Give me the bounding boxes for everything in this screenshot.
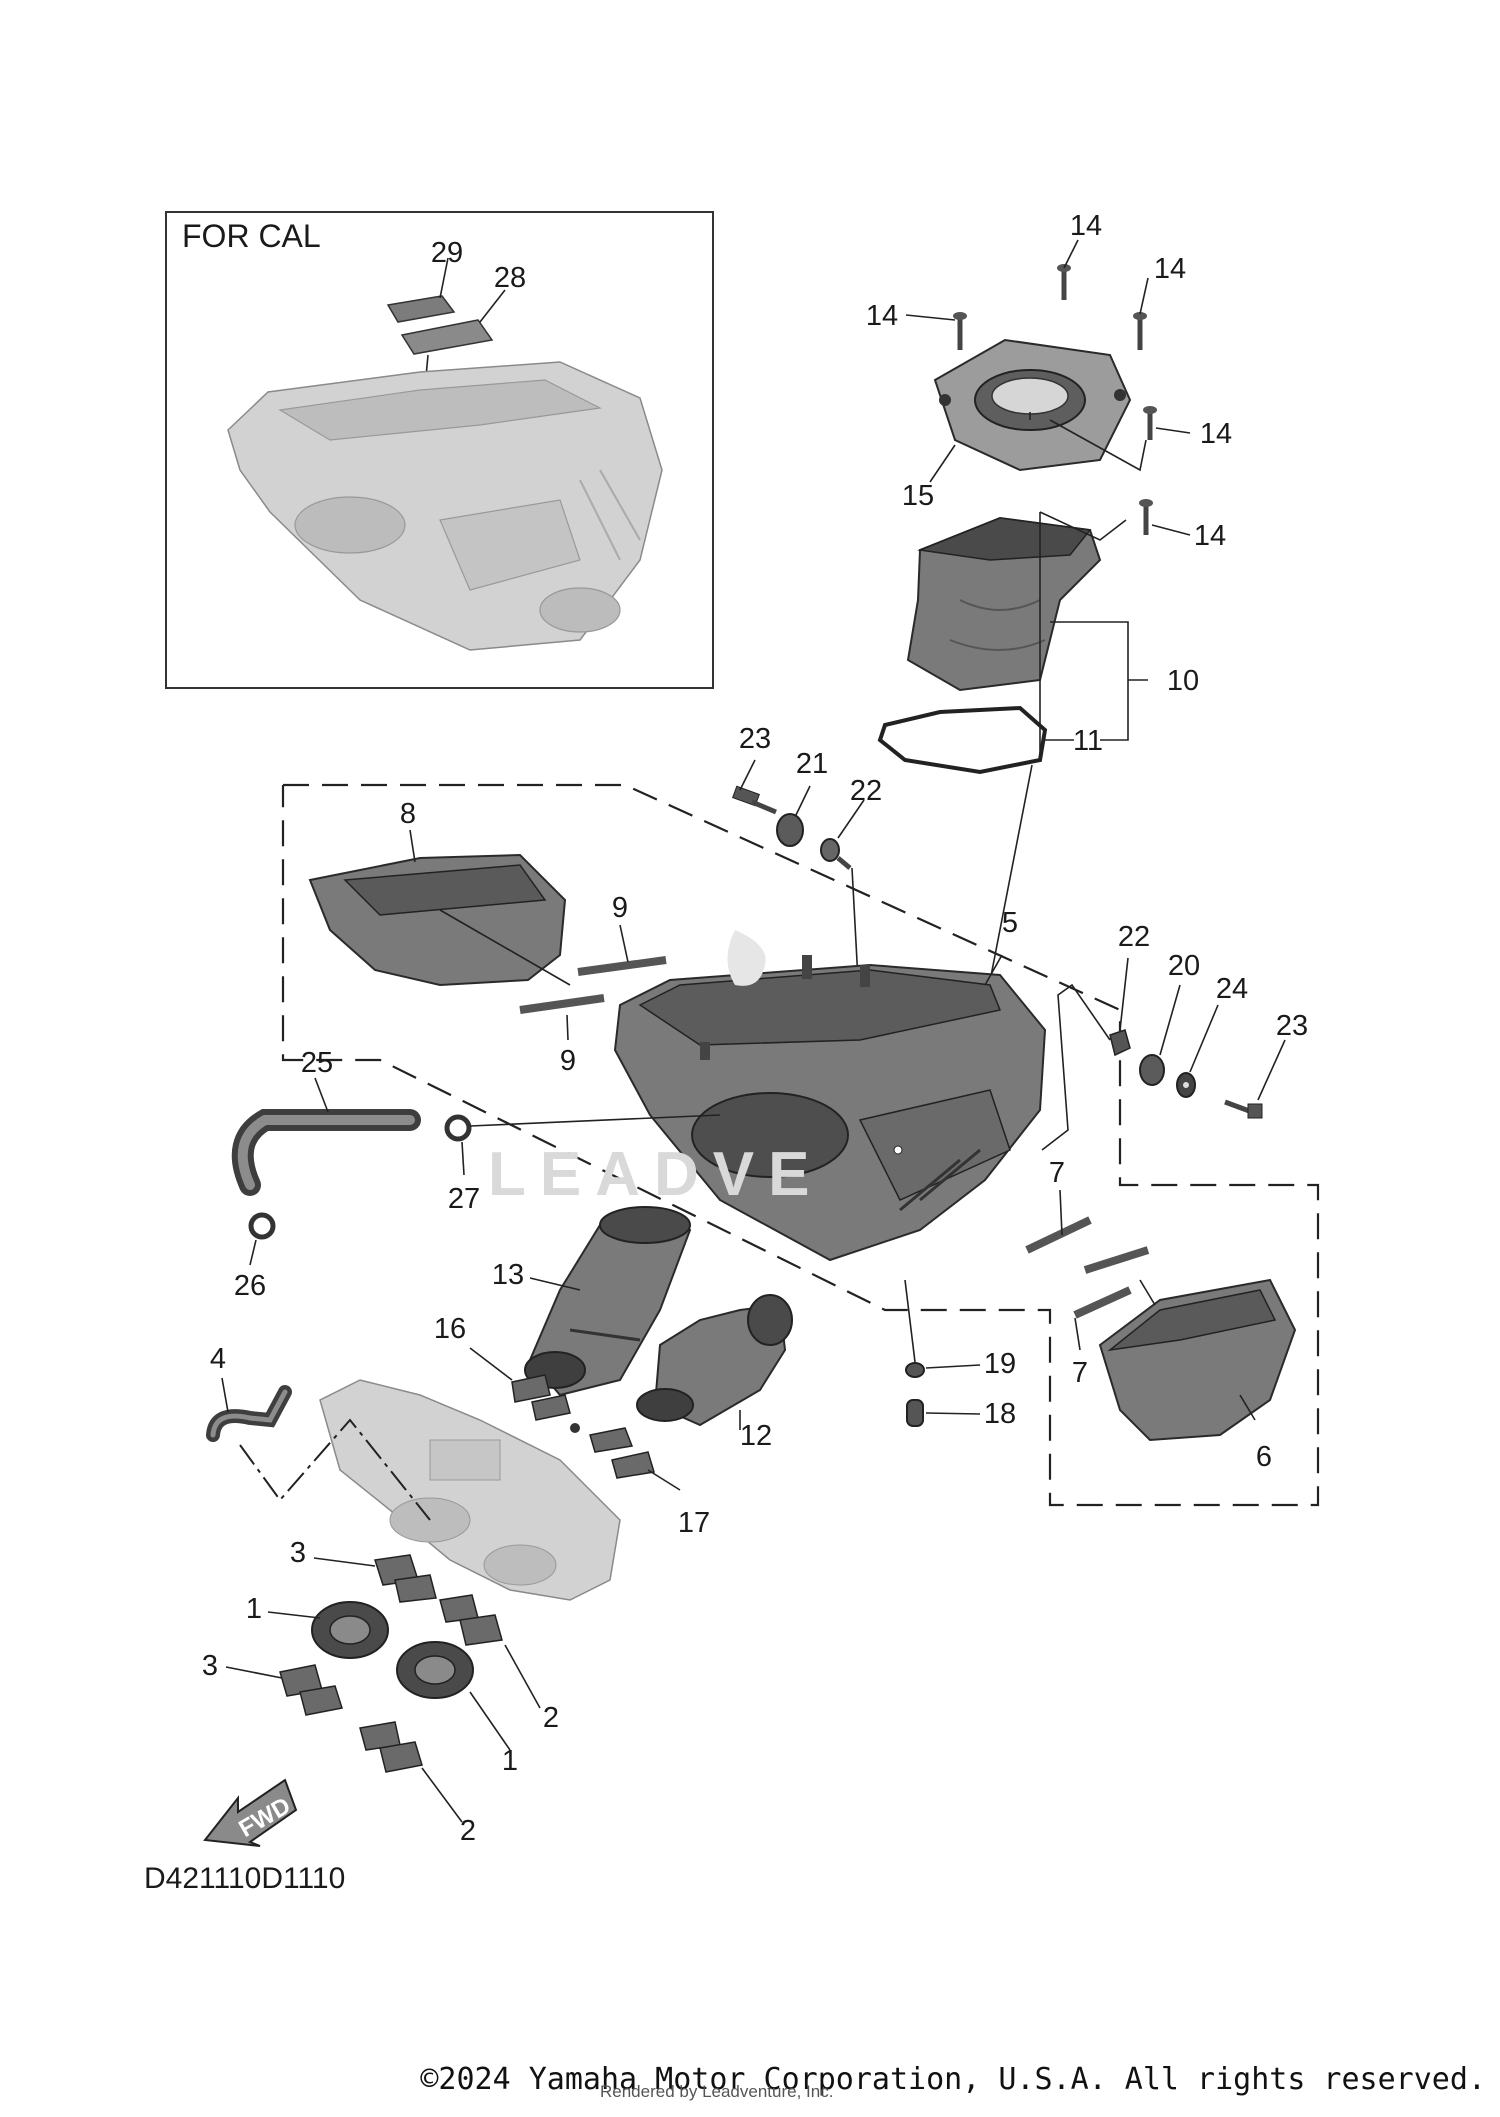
boots-1-2-3-icons	[279, 1554, 503, 1773]
callout-27: 27	[448, 1183, 480, 1215]
callout-16: 16	[434, 1313, 466, 1345]
bolt-14-icons	[953, 264, 1157, 535]
fasteners-right-icons	[1109, 1029, 1263, 1119]
air-filter-element-6-icon	[1098, 1278, 1297, 1442]
callout-15: 15	[902, 480, 934, 512]
intake-joint-13-icon	[524, 1206, 692, 1397]
fitting-19-18-icons	[905, 1362, 925, 1427]
callout-14-mid: 14	[1200, 418, 1232, 450]
watermark-text: LEADVE	[488, 1140, 823, 1209]
callout-5: 5	[1002, 907, 1018, 939]
intake-duct-10-icon	[906, 516, 1102, 692]
seal-strip-9-icons	[519, 956, 667, 1014]
filter-region-outline	[281, 783, 1320, 1507]
diagram-code: D421110D1110	[144, 1862, 345, 1895]
clamp-16-17-icons	[511, 1374, 655, 1479]
callout-21: 21	[796, 748, 828, 780]
callout-8: 8	[400, 798, 416, 830]
seal-strip-7-icons	[1025, 1216, 1150, 1319]
callout-1-bottom: 1	[502, 1745, 518, 1777]
air-filter-element-8-icon	[308, 853, 567, 987]
callout-6: 6	[1256, 1441, 1272, 1473]
callout-25: 25	[301, 1047, 333, 1079]
callout-labels: 29 28 14 14 14 14 14 15 10 11 23 21 22 8…	[202, 210, 1308, 1847]
callout-7-top: 7	[1049, 1157, 1065, 1189]
callout-4: 4	[210, 1343, 226, 1375]
watermark: LEADVE	[488, 930, 823, 1209]
callout-3-bottom: 3	[202, 1650, 218, 1682]
callout-12: 12	[740, 1420, 772, 1452]
callout-22-right: 22	[1118, 921, 1150, 953]
fasteners-upper-icons	[732, 785, 852, 870]
inset-for-cal: FOR CAL	[165, 211, 714, 689]
callout-23-top: 23	[739, 723, 771, 755]
air-filter-case-5-icon	[613, 955, 1047, 1262]
callout-19: 19	[984, 1348, 1016, 1380]
throttle-body-icon	[319, 1379, 621, 1601]
callout-22-top: 22	[850, 775, 882, 807]
callout-14-low: 14	[1194, 520, 1226, 552]
callout-20: 20	[1168, 950, 1200, 982]
copyright-notice: ©2024 Yamaha Motor Corporation, U.S.A. A…	[420, 2062, 1486, 2097]
callout-26: 26	[234, 1270, 266, 1302]
callout-11: 11	[1073, 725, 1103, 757]
inset-title: FOR CAL	[182, 218, 321, 254]
callout-24: 24	[1216, 973, 1248, 1005]
callout-17: 17	[678, 1507, 710, 1539]
callout-28: 28	[494, 262, 526, 294]
callout-10: 10	[1167, 665, 1199, 697]
callout-23-right: 23	[1276, 1010, 1308, 1042]
intake-joint-12-icon	[636, 1294, 793, 1427]
callout-2-right: 2	[543, 1702, 559, 1734]
callout-14-top: 14	[1070, 210, 1102, 242]
callout-14-right: 14	[1154, 253, 1186, 285]
callout-29: 29	[431, 237, 463, 269]
duct-cover-15-icon	[933, 338, 1132, 472]
clamp-26-icon	[248, 1212, 276, 1240]
callout-2-bottom: 2	[460, 1815, 476, 1847]
forward-arrow-icon: FWD	[203, 1778, 298, 1847]
callout-7-bottom: 7	[1072, 1357, 1088, 1389]
gasket-11-icon	[877, 705, 1048, 775]
breather-hose-25-icon	[231, 1109, 421, 1196]
callout-13: 13	[492, 1259, 524, 1291]
callout-3-top: 3	[290, 1537, 306, 1569]
callout-9-bottom: 9	[560, 1045, 576, 1077]
hose-4-icon	[206, 1385, 292, 1442]
label-29-icon	[386, 295, 456, 323]
rendered-by-credit: Rendered by Leadventure, Inc.	[600, 2082, 834, 2101]
callout-9-top: 9	[612, 892, 628, 924]
callout-14-left: 14	[866, 300, 898, 332]
label-28-icon	[400, 319, 494, 355]
inset-air-filter-case-icon	[227, 361, 663, 651]
clamp-27-icon	[444, 1114, 472, 1142]
callout-18: 18	[984, 1398, 1016, 1430]
callout-1-left: 1	[246, 1593, 262, 1625]
